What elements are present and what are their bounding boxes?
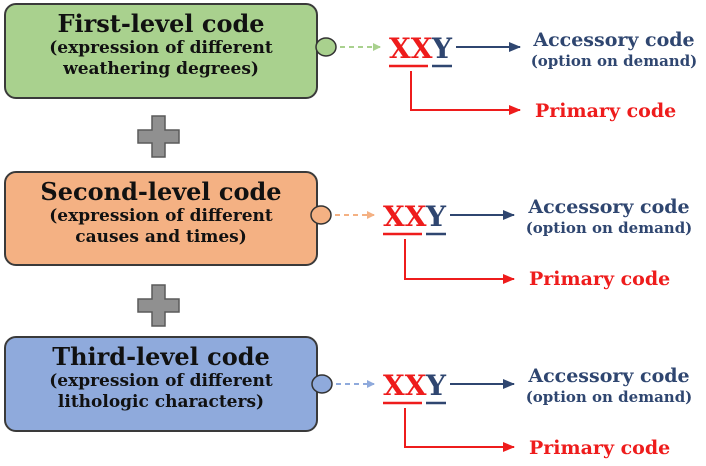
plus-icon <box>137 115 180 158</box>
level-dot-icon <box>315 37 337 57</box>
first-level-desc-line1: (expression of different <box>49 38 273 58</box>
first-level-box: First-level code (expression of differen… <box>4 3 318 99</box>
second-level-box: Second-level code (expression of differe… <box>4 171 318 266</box>
first-level-code-diagram: XX Y Accessory code (option on demand) P… <box>315 29 698 122</box>
second-level-desc-line2: causes and times) <box>75 227 247 247</box>
accessory-code-note: (option on demand) <box>526 388 693 406</box>
primary-code-label: Primary code <box>529 437 670 459</box>
plus-icon <box>137 284 180 327</box>
third-level-title: Third-level code <box>52 342 270 371</box>
accessory-code-letter: Y <box>425 200 447 233</box>
accessory-code-label: Accessory code <box>527 365 689 387</box>
primary-code-letters: XX <box>383 200 427 233</box>
accessory-code-label: Accessory code <box>527 196 689 218</box>
third-level-desc-line1: (expression of different <box>49 371 273 391</box>
second-level-code-diagram: XX Y Accessory code (option on demand) P… <box>310 196 693 290</box>
primary-arrow <box>404 239 515 284</box>
primary-code-label: Primary code <box>535 100 676 122</box>
first-level-desc-line2: weathering degrees) <box>63 59 259 79</box>
primary-arrow <box>404 408 515 452</box>
primary-code-letters: XX <box>383 369 427 402</box>
accessory-code-note: (option on demand) <box>526 219 693 237</box>
accessory-code-label: Accessory code <box>532 29 694 51</box>
level-dot-icon <box>311 374 333 394</box>
primary-code-label: Primary code <box>529 268 670 290</box>
third-level-code-diagram: XX Y Accessory code (option on demand) P… <box>311 365 693 459</box>
second-level-title: Second-level code <box>40 177 282 206</box>
second-level-desc-line1: (expression of different <box>49 206 273 226</box>
accessory-code-note: (option on demand) <box>531 52 698 70</box>
primary-code-letters: XX <box>389 32 433 65</box>
first-level-title: First-level code <box>57 9 265 38</box>
primary-arrow <box>410 71 521 115</box>
accessory-code-letter: Y <box>425 369 447 402</box>
third-level-desc-line2: lithologic characters) <box>57 392 265 412</box>
third-level-box: Third-level code (expression of differen… <box>4 336 318 432</box>
accessory-code-letter: Y <box>431 32 453 65</box>
level-dot-icon <box>310 205 332 225</box>
